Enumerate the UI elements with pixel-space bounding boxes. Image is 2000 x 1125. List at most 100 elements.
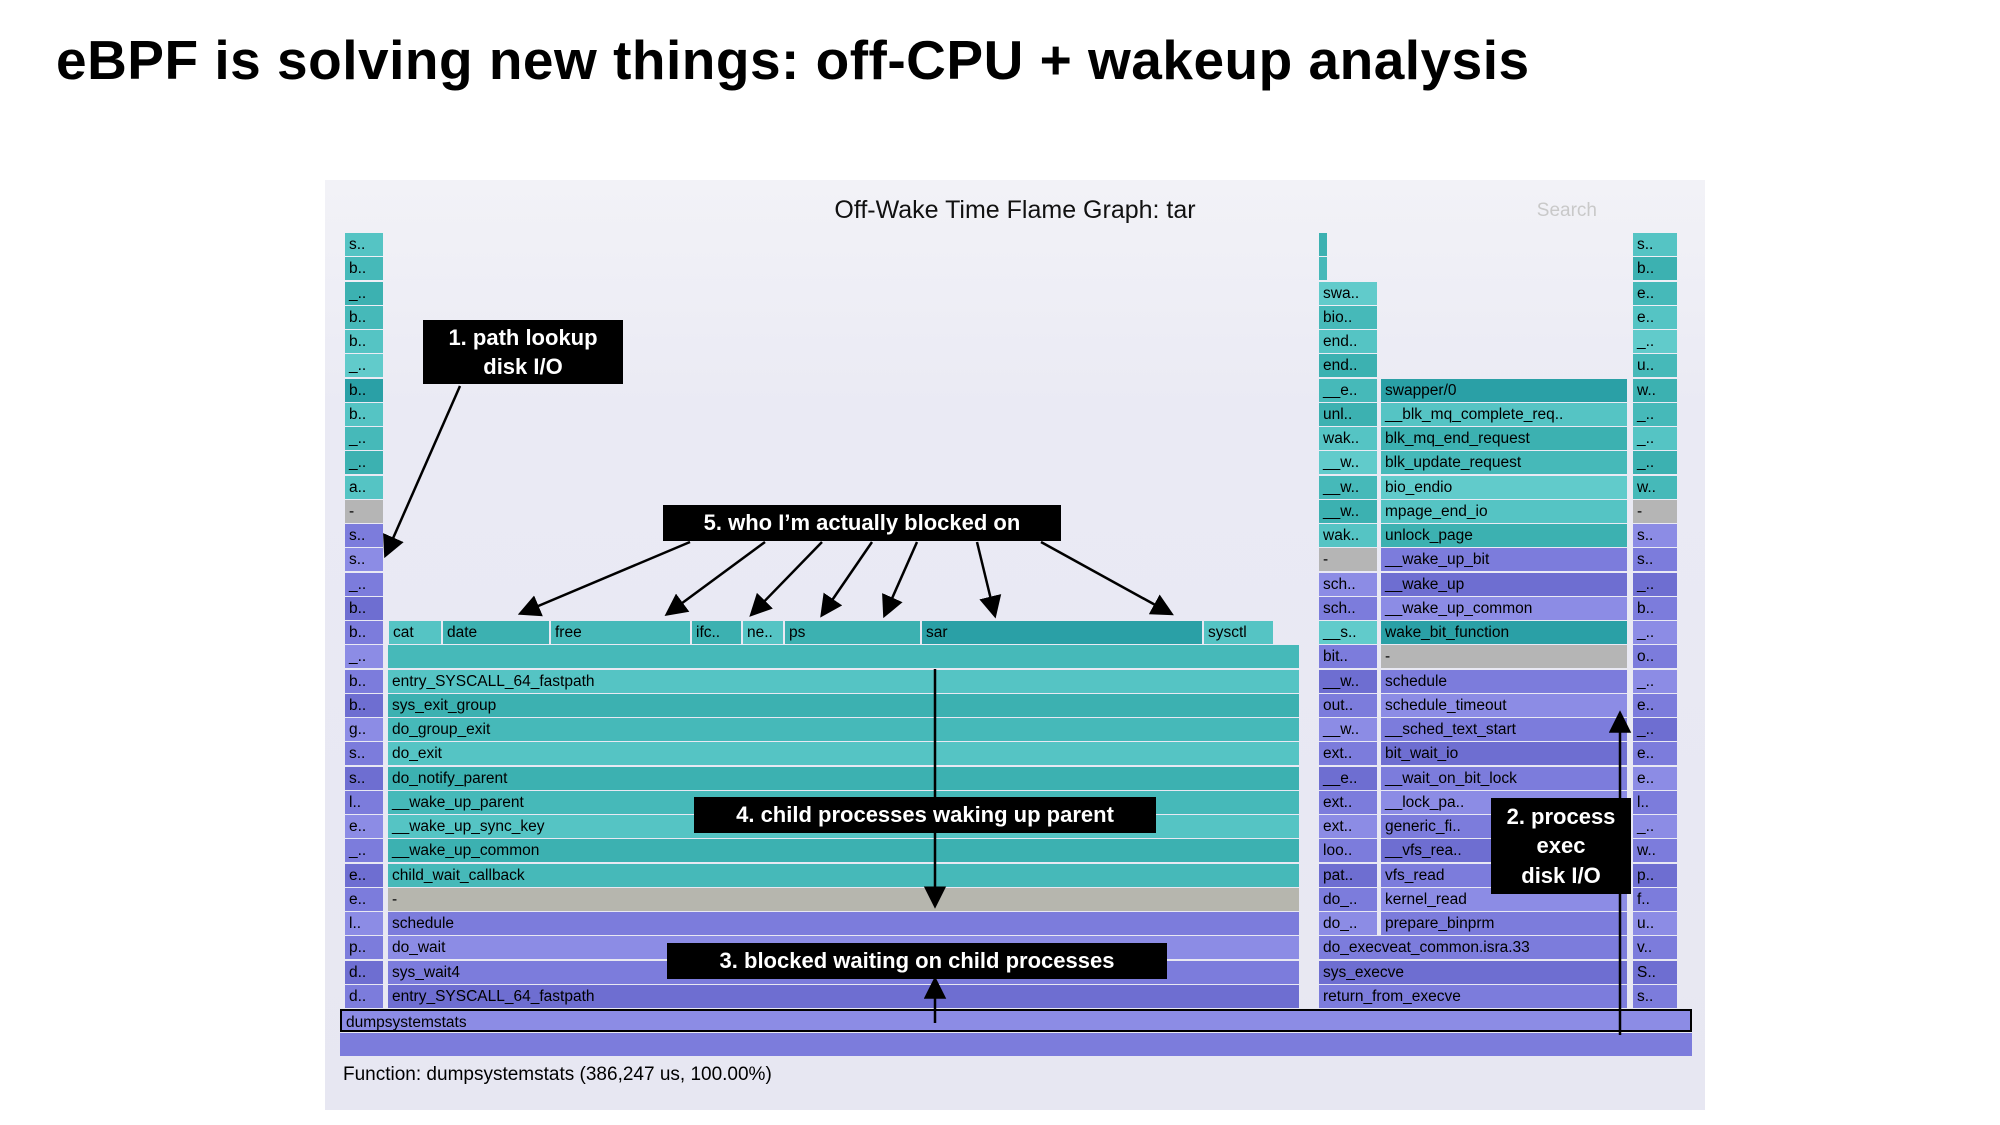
search-button[interactable]: Search [1536, 200, 1597, 221]
flame-frame[interactable]: do_wait [388, 936, 1299, 960]
flame-frame[interactable]: e.. [345, 887, 383, 911]
flame-frame[interactable]: - [1633, 499, 1677, 523]
flame-frame[interactable]: l.. [1633, 790, 1677, 814]
flame-frame[interactable]: __e.. [1319, 378, 1377, 402]
flame-frame[interactable]: _.. [1633, 621, 1677, 644]
flame-frame[interactable]: w.. [1633, 378, 1677, 402]
flame-frame[interactable]: blk_mq_end_request [1381, 427, 1627, 450]
flame-frame[interactable]: _.. [345, 645, 383, 669]
flame-frame[interactable]: b.. [345, 693, 383, 717]
flame-frame[interactable]: u.. [1633, 354, 1677, 378]
flame-frame[interactable]: b.. [1633, 596, 1677, 620]
flame-frame[interactable]: __wake_up_parent [388, 790, 1299, 814]
flame-frame[interactable] [1319, 257, 1327, 281]
flame-frame[interactable]: __vfs_rea.. [1381, 839, 1627, 863]
flame-frame[interactable]: do_group_exit [388, 718, 1299, 741]
flame-frame[interactable]: b.. [345, 330, 383, 353]
flame-frame[interactable]: w.. [1633, 839, 1677, 863]
flame-frame[interactable]: sys_exit_group [388, 693, 1299, 717]
flame-frame[interactable] [388, 645, 1299, 669]
flame-frame[interactable]: sys_wait4 [388, 960, 1299, 984]
flame-frame[interactable]: s.. [1633, 524, 1677, 547]
flame-frame[interactable]: free [551, 621, 690, 644]
flame-frame[interactable]: d.. [345, 984, 383, 1008]
flame-frame[interactable]: b.. [345, 305, 383, 329]
flame-frame[interactable]: end.. [1319, 354, 1377, 378]
flame-frame[interactable]: b.. [345, 669, 383, 693]
flame-frame[interactable]: l.. [345, 790, 383, 814]
flame-frame[interactable]: S.. [1633, 960, 1677, 984]
flame-frame[interactable]: __wake_up_sync_key [388, 815, 1299, 838]
flame-frame[interactable]: __w.. [1319, 499, 1377, 523]
flame-frame[interactable]: __wake_up_common [1381, 596, 1627, 620]
flame-frame[interactable]: pat.. [1319, 863, 1377, 887]
flame-frame[interactable]: b.. [345, 378, 383, 402]
flame-frame[interactable]: _.. [1633, 669, 1677, 693]
flame-frame[interactable]: bit_wait_io [1381, 742, 1627, 766]
flame-frame[interactable]: sys_execve [1319, 960, 1627, 984]
flame-frame[interactable]: b.. [1633, 257, 1677, 281]
flame-frame[interactable]: loo.. [1319, 839, 1377, 863]
flame-frame[interactable]: swa.. [1319, 281, 1377, 305]
flame-frame[interactable]: f.. [1633, 887, 1677, 911]
flame-frame[interactable]: s.. [1633, 233, 1677, 256]
flame-frame[interactable]: __blk_mq_complete_req.. [1381, 402, 1627, 426]
flame-frame[interactable]: schedule_timeout [1381, 693, 1627, 717]
flame-frame[interactable]: generic_fi.. [1381, 815, 1627, 838]
flame-frame[interactable]: a.. [345, 475, 383, 499]
flame-frame[interactable]: vfs_read [1381, 863, 1627, 887]
flame-frame[interactable]: entry_SYSCALL_64_fastpath [388, 984, 1299, 1008]
flame-frame[interactable]: bio_endio [1381, 475, 1627, 499]
flame-frame[interactable]: _.. [1633, 330, 1677, 353]
flame-frame[interactable]: b.. [345, 257, 383, 281]
flame-frame[interactable]: e.. [1633, 693, 1677, 717]
flame-frame[interactable]: __sched_text_start [1381, 718, 1627, 741]
flame-frame[interactable]: prepare_binprm [1381, 912, 1627, 935]
flame-frame[interactable]: sch.. [1319, 572, 1377, 596]
flame-frame[interactable]: __s.. [1319, 621, 1377, 644]
flame-frame[interactable]: dumpsystemstats [340, 1009, 1692, 1032]
flame-frame[interactable]: unl.. [1319, 402, 1377, 426]
flame-frame[interactable]: schedule [388, 912, 1299, 935]
flame-frame[interactable]: - [1319, 548, 1377, 572]
flame-frame[interactable] [340, 1033, 1692, 1057]
flame-frame[interactable]: ext.. [1319, 790, 1377, 814]
flame-frame[interactable]: - [1381, 645, 1627, 669]
flame-frame[interactable]: bit.. [1319, 645, 1377, 669]
flame-frame[interactable]: __w.. [1319, 669, 1377, 693]
flame-frame[interactable]: __wake_up [1381, 572, 1627, 596]
flame-frame[interactable]: p.. [1633, 863, 1677, 887]
flame-frame[interactable]: do_exit [388, 742, 1299, 766]
flame-frame[interactable]: s.. [1633, 548, 1677, 572]
flame-frame[interactable]: _.. [1633, 572, 1677, 596]
flame-frame[interactable]: u.. [1633, 912, 1677, 935]
flame-frame[interactable]: bio.. [1319, 305, 1377, 329]
flame-frame[interactable]: l.. [345, 912, 383, 935]
flame-frame[interactable]: s.. [345, 548, 383, 572]
flame-frame[interactable]: b.. [345, 596, 383, 620]
flame-frame[interactable]: wake_bit_function [1381, 621, 1627, 644]
flame-frame[interactable]: _.. [1633, 718, 1677, 741]
flame-frame[interactable]: s.. [345, 766, 383, 790]
flame-frame[interactable]: _.. [345, 281, 383, 305]
flame-frame[interactable]: b.. [345, 402, 383, 426]
flame-frame[interactable]: swapper/0 [1381, 378, 1627, 402]
flame-frame[interactable]: end.. [1319, 330, 1377, 353]
flame-frame[interactable]: _.. [345, 839, 383, 863]
flame-frame[interactable]: p.. [345, 936, 383, 960]
flame-frame[interactable]: g.. [345, 718, 383, 741]
flame-frame[interactable]: __lock_pa.. [1381, 790, 1627, 814]
flame-frame[interactable]: e.. [1633, 742, 1677, 766]
flame-frame[interactable]: - [345, 499, 383, 523]
flame-frame[interactable]: _.. [1633, 451, 1677, 475]
flame-frame[interactable]: blk_update_request [1381, 451, 1627, 475]
flame-frame[interactable]: wak.. [1319, 427, 1377, 450]
flame-frame[interactable]: b.. [345, 621, 383, 644]
flame-frame[interactable]: ext.. [1319, 742, 1377, 766]
flame-frame[interactable]: schedule [1381, 669, 1627, 693]
flame-frame[interactable]: do_notify_parent [388, 766, 1299, 790]
flame-frame[interactable]: __e.. [1319, 766, 1377, 790]
flame-frame[interactable]: d.. [345, 960, 383, 984]
flame-frame[interactable]: __w.. [1319, 475, 1377, 499]
flame-frame[interactable]: e.. [345, 815, 383, 838]
